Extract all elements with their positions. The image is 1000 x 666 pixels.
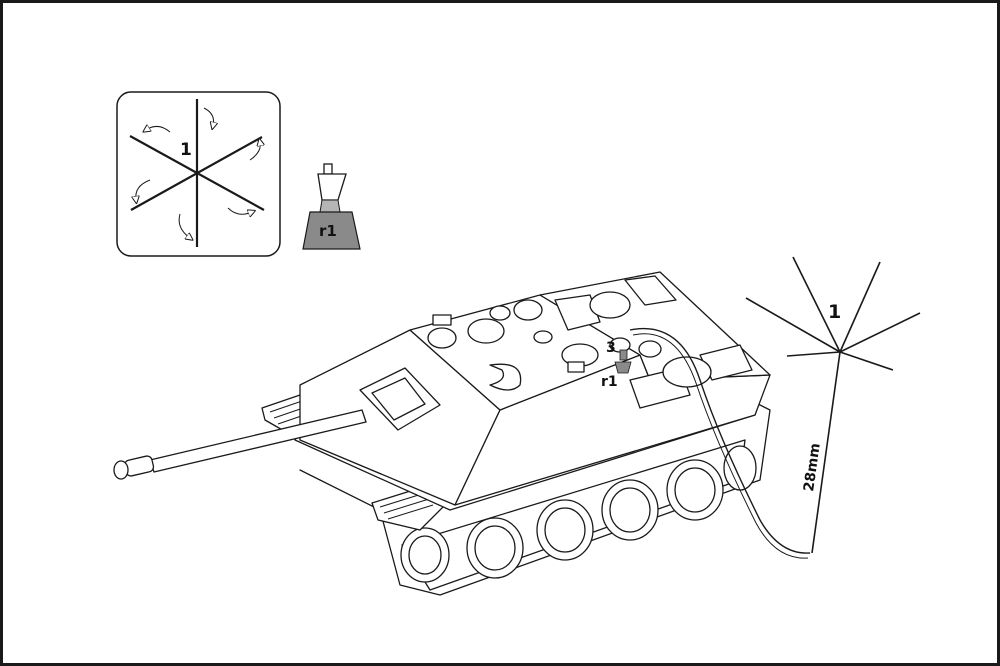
antenna-mount-base (614, 361, 632, 374)
part-r1-cap (317, 173, 347, 201)
loader-periscope (567, 361, 585, 373)
road-wheels (400, 445, 757, 583)
muzzle-brake (123, 455, 155, 477)
bend-arrows (136, 107, 261, 238)
part-r1-pin (323, 163, 333, 175)
part-r1-neck (319, 199, 341, 213)
antenna-star (745, 256, 921, 554)
commander-hatch (467, 318, 505, 344)
engine-access-cover (662, 356, 712, 388)
engine-hatch-2 (624, 275, 677, 306)
part-r1-base (302, 211, 361, 250)
antenna-mount-callout: 3 r1 (601, 340, 632, 390)
engine-hatch-1 (554, 294, 601, 331)
callout-part-r1: r1 (601, 374, 618, 390)
muzzle-tip (113, 460, 129, 480)
callout-part-3: 3 (606, 340, 616, 356)
antenna-base-plate (638, 340, 662, 358)
part-r1-label: r1 (319, 222, 337, 240)
roof-plug (533, 330, 553, 344)
periscope-left (427, 327, 457, 349)
roof-port (489, 305, 511, 321)
antenna-bend-inset: 1 (116, 91, 281, 257)
part-r1-illustration: r1 (302, 163, 361, 250)
antenna-wire-edge (632, 333, 809, 559)
roof-vent (513, 299, 543, 321)
length-callout: 28mm (801, 442, 824, 492)
antenna-mount-part (619, 349, 628, 361)
engine-fan-cover (589, 291, 631, 319)
gun-mantlet (371, 377, 426, 421)
periscope-guard (432, 314, 452, 326)
roof-handle (489, 363, 522, 391)
antenna-wire (629, 327, 811, 554)
tank-destroyer (113, 271, 771, 596)
inset-step-label: 1 (180, 140, 192, 160)
antenna-star-label: 1 (828, 301, 841, 323)
antenna-wires-flat (129, 99, 265, 247)
